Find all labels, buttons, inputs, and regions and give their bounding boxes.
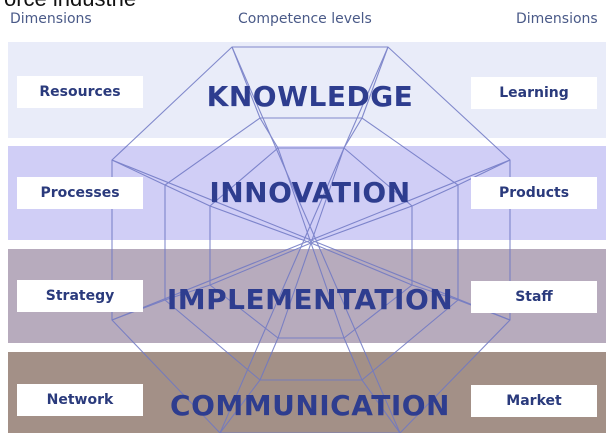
header-dimensions-left: Dimensions [10, 11, 92, 27]
dimension-learning: Learning [471, 77, 597, 109]
level-communication: COMMUNICATION [170, 389, 450, 422]
level-knowledge: KNOWLEDGE [206, 80, 414, 113]
dimension-market: Market [471, 385, 597, 417]
dimension-network: Network [17, 384, 143, 416]
dimension-processes: Processes [17, 177, 143, 209]
header-dimensions-right: Dimensions [516, 11, 598, 27]
level-implementation: IMPLEMENTATION [166, 283, 454, 316]
dimension-strategy: Strategy [17, 280, 143, 312]
level-innovation: INNOVATION [209, 176, 411, 209]
dimension-products: Products [471, 177, 597, 209]
header-competence-levels: Competence levels [238, 11, 372, 27]
dimension-staff: Staff [471, 281, 597, 313]
dimension-resources: Resources [17, 76, 143, 108]
page-title-fragment: orce industrie [4, 0, 136, 10]
